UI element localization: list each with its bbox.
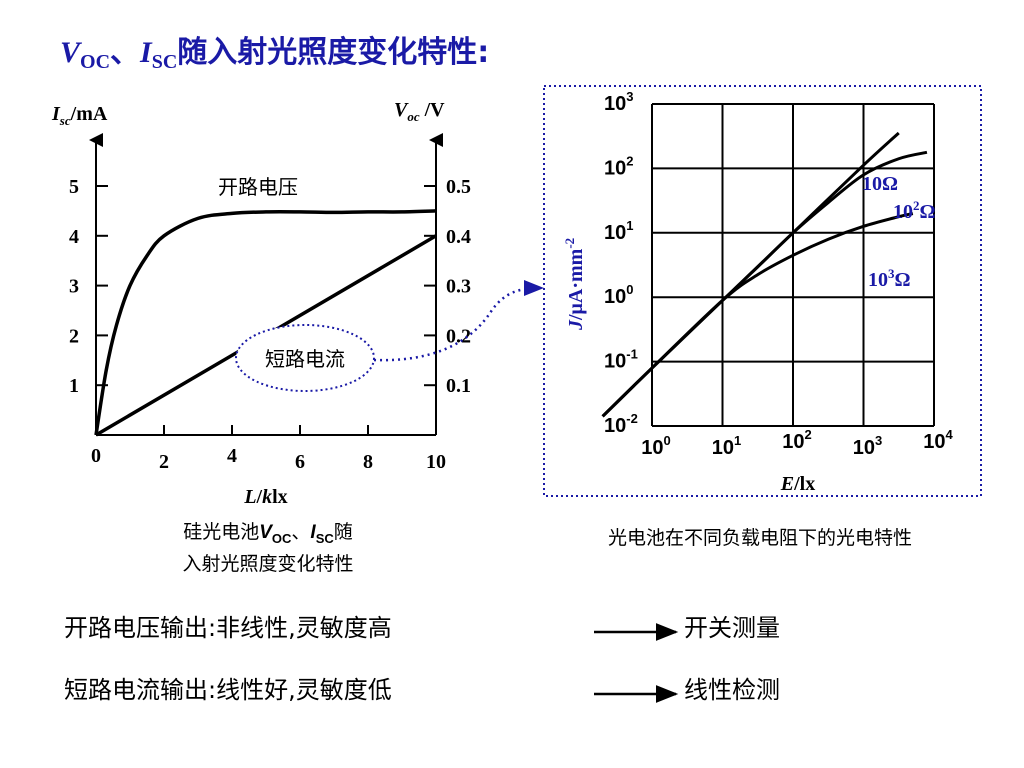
caption-left-line2: 入射光照度变化特性 — [182, 553, 353, 575]
right-y-tick-label: 0.5 — [446, 176, 471, 198]
right-chart-series — [601, 131, 928, 418]
title-oc-sub: OC — [80, 51, 110, 73]
x-tick-label: 0 — [91, 445, 101, 467]
short-current-callout-ellipse — [235, 324, 375, 392]
row2-left-text: 短路电流输出:线性好,灵敏度低 — [64, 676, 392, 704]
right-chart-ticks: 10-2 10-1 100 101 102 103 100 101 102 103 104 — [604, 89, 954, 459]
right-y-axis-title: Voc /V — [394, 99, 445, 124]
left-chart-ticks: 1 2 3 4 5 0.1 0.2 0.3 0.4 0.5 0 2 4 6 8 10 — [69, 176, 471, 473]
series-open-voltage-line — [94, 209, 437, 436]
series-label-3: 103Ω — [868, 266, 911, 291]
row2-right-text: 线性检测 — [684, 676, 780, 704]
right-y-tick-label: 101 — [604, 218, 633, 244]
title-rest: 随入射光照度变化特性: — [177, 35, 489, 70]
right-x-tick-label: 101 — [712, 433, 741, 459]
caption-left-line1: 硅光电池VOC、ISC随 — [183, 521, 353, 546]
right-y-tick-label: 100 — [604, 282, 633, 308]
right-y-tick-label: 10-2 — [604, 411, 638, 437]
left-y-tick-label: 5 — [69, 176, 79, 198]
right-x-tick-label: 102 — [782, 427, 811, 453]
right-y-tick-label: 102 — [604, 153, 633, 179]
right-y-tick-label: 0.3 — [446, 276, 471, 298]
title-v: V — [60, 36, 83, 69]
right-y-tick-label: 0.4 — [446, 226, 471, 248]
right-chart-series-labels: 10Ω 102Ω 103Ω — [862, 173, 936, 291]
row1-right-text: 开关测量 — [684, 614, 780, 642]
slide-title: VOC、ISC随入射光照度变化特性: — [60, 35, 489, 73]
right-y-tick-label: 0.1 — [446, 375, 471, 397]
left-y-tick-label: 4 — [69, 226, 79, 248]
x-tick-label: 2 — [159, 451, 169, 473]
series-label-short-current: 短路电流 — [265, 347, 345, 371]
series-label-open-voltage: 开路电压 — [218, 175, 298, 199]
x-tick-label: 10 — [426, 451, 446, 473]
right-x-tick-label: 103 — [853, 433, 882, 459]
right-chart-grid — [651, 103, 935, 427]
caption-right: 光电池在不同负载电阻下的光电特性 — [608, 527, 912, 549]
left-chart: Isc/mA Voc /V L/klx 1 2 3 4 5 0.1 0.2 0.3 0.4 0.5… — [51, 99, 544, 508]
left-y-tick-label: 3 — [69, 276, 79, 298]
title-sc-sub: SC — [152, 51, 178, 73]
right-y-tick-label: 103 — [604, 89, 633, 115]
series-label-1: 10Ω — [862, 173, 898, 195]
right-x-tick-label: 104 — [923, 427, 953, 453]
right-y-axis-title: J/μA·mm-2 — [562, 238, 587, 331]
left-y-tick-label: 1 — [69, 375, 79, 397]
x-tick-label: 4 — [227, 445, 237, 467]
x-axis-title: L/klx — [243, 486, 287, 508]
x-tick-label: 8 — [363, 451, 373, 473]
left-y-tick-label: 2 — [69, 325, 79, 347]
series-label-2: 102Ω — [893, 198, 936, 223]
row1-left-text: 开路电压输出:非线性,灵敏度高 — [64, 614, 392, 642]
right-chart-frame — [543, 85, 982, 497]
left-chart-series — [94, 209, 437, 437]
left-y-axis-title: Isc/mA — [51, 103, 108, 128]
right-y-tick-label: 10-1 — [604, 347, 638, 373]
right-x-axis-title: E/lx — [780, 473, 815, 495]
title-sep: 、 — [110, 36, 140, 69]
series-1000-ohm-line — [601, 212, 914, 418]
title-i: I — [139, 36, 153, 69]
callout-dotted-arrow — [373, 280, 544, 362]
x-tick-label: 6 — [295, 451, 305, 473]
right-y-tick-label: 0.2 — [446, 325, 471, 347]
right-x-tick-label: 100 — [641, 433, 670, 459]
